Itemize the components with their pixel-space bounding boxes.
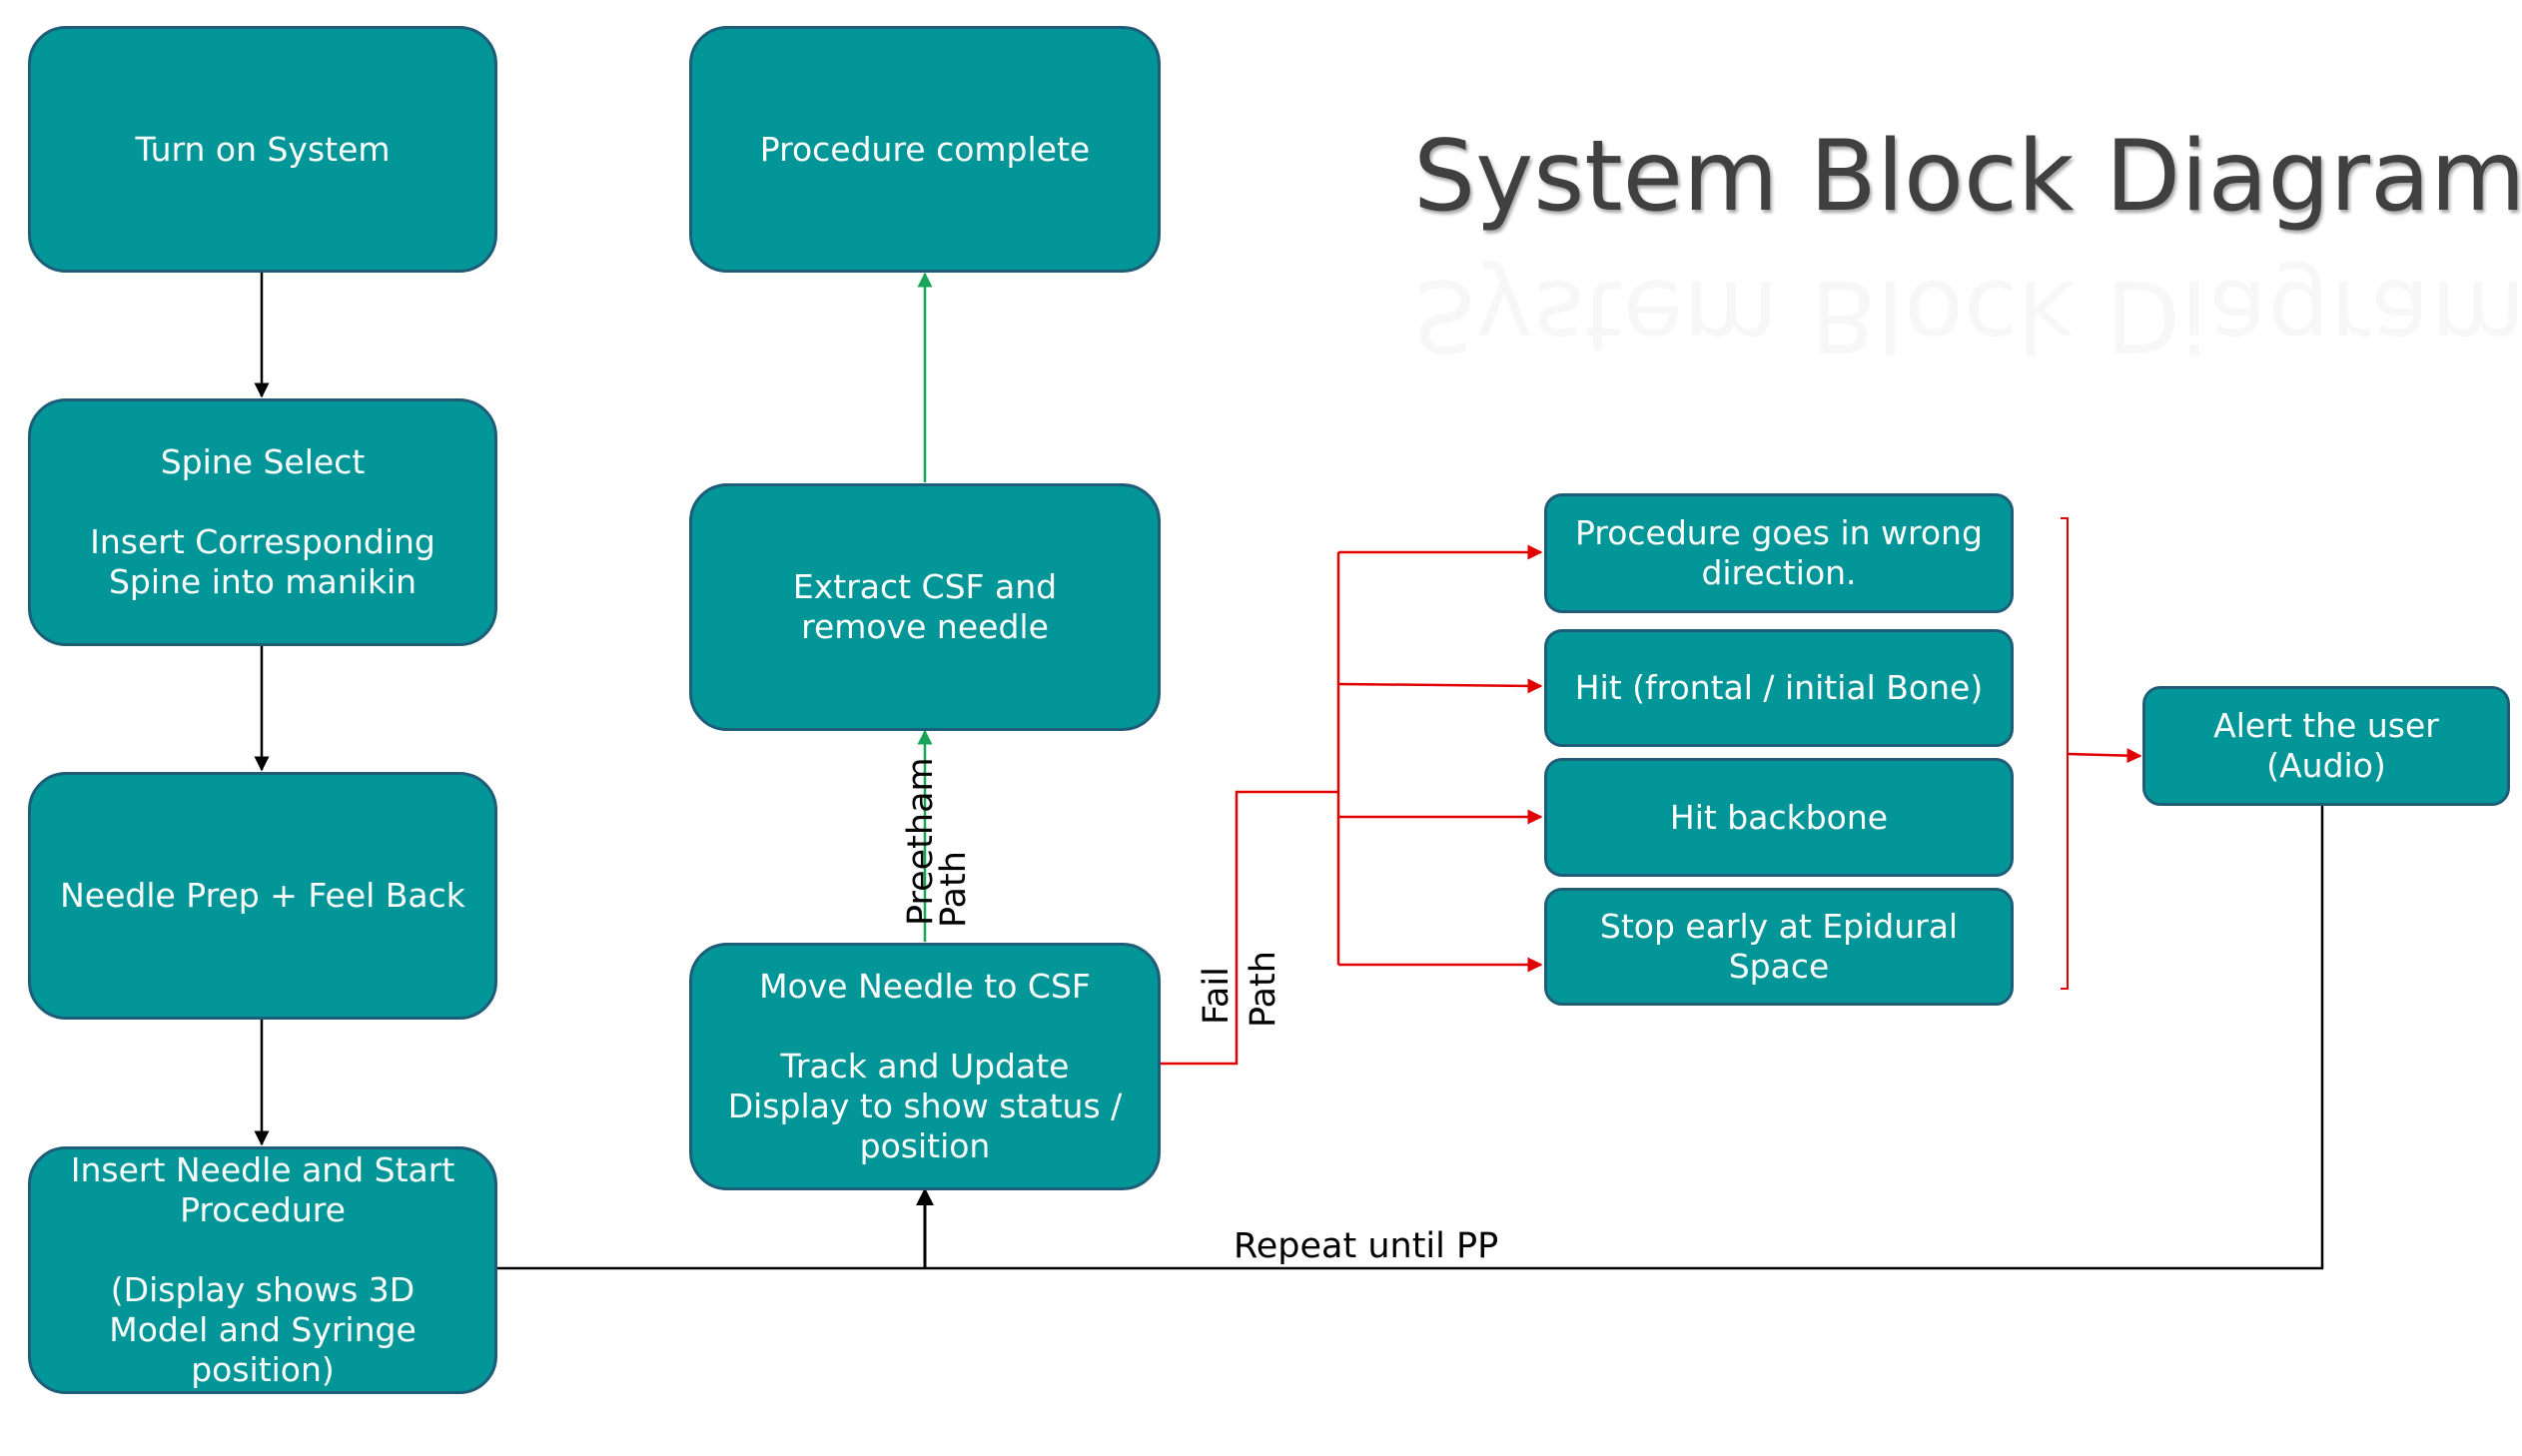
fail-path-label-line1: Fail <box>1197 967 1237 1025</box>
needle-prep-box: Needle Prep + Feel Back <box>28 772 497 1020</box>
arrow-to-hit-frontal <box>1337 678 1543 694</box>
hit-frontal-box: Hit (frontal / initial Bone) <box>1544 629 2014 747</box>
alert-user-box: Alert the user (Audio) <box>2142 686 2510 806</box>
extract-csf-text: Extract CSF and remove needle <box>792 567 1058 646</box>
diagram-title-reflection: System Block Diagram <box>1413 258 2522 371</box>
repeat-loop-label: Repeat until PP <box>1234 1226 1499 1266</box>
stop-early-text: Stop early at Epidural Space <box>1599 907 1959 986</box>
turn-on-system-box: Turn on System <box>28 26 497 273</box>
move-needle-detail: Track and Update Display to show status … <box>727 1047 1123 1165</box>
wrong-direction-text: Procedure goes in wrong direction. <box>1575 513 1983 592</box>
extract-csf-box: Extract CSF and remove needle <box>689 483 1161 731</box>
hit-backbone-box: Hit backbone <box>1544 758 2014 877</box>
fail-path-label-line2: Path <box>1244 951 1283 1028</box>
insert-needle-detail: (Display shows 3D Model and Syringe posi… <box>109 1270 417 1389</box>
insert-needle-box: Insert Needle and Start Procedure (Displ… <box>28 1146 497 1394</box>
grouping-bracket <box>2061 517 2069 990</box>
hit-frontal-text: Hit (frontal / initial Bone) <box>1574 668 1984 707</box>
spine-select-detail: Insert Corresponding Spine into manikin <box>90 522 435 601</box>
alert-user-title: Alert the user <box>2213 706 2439 745</box>
insert-needle-title: Insert Needle and Start Procedure <box>70 1150 455 1229</box>
diagram-title: System Block Diagram <box>1413 120 2522 234</box>
fail-path-line <box>1160 790 1338 1066</box>
arrow-bracket-to-alert <box>2067 748 2142 764</box>
wrong-direction-box: Procedure goes in wrong direction. <box>1544 493 2014 613</box>
stop-early-box: Stop early at Epidural Space <box>1544 888 2014 1006</box>
hit-backbone-text: Hit backbone <box>1669 797 1889 837</box>
alert-user-detail: (Audio) <box>2266 746 2386 785</box>
needle-prep-text: Needle Prep + Feel Back <box>60 876 465 915</box>
move-needle-box: Move Needle to CSF Track and Update Disp… <box>689 943 1161 1190</box>
spine-select-title: Spine Select <box>160 442 366 481</box>
procedure-complete-box: Procedure complete <box>689 26 1161 273</box>
move-needle-title: Move Needle to CSF <box>759 967 1091 1006</box>
repeat-loop-line <box>496 805 2324 1270</box>
spine-select-box: Spine Select Insert Corresponding Spine … <box>28 398 497 646</box>
procedure-complete-text: Procedure complete <box>759 129 1091 169</box>
turn-on-system-text: Turn on System <box>135 129 391 169</box>
preetham-path-label-line2: Path <box>934 851 974 928</box>
